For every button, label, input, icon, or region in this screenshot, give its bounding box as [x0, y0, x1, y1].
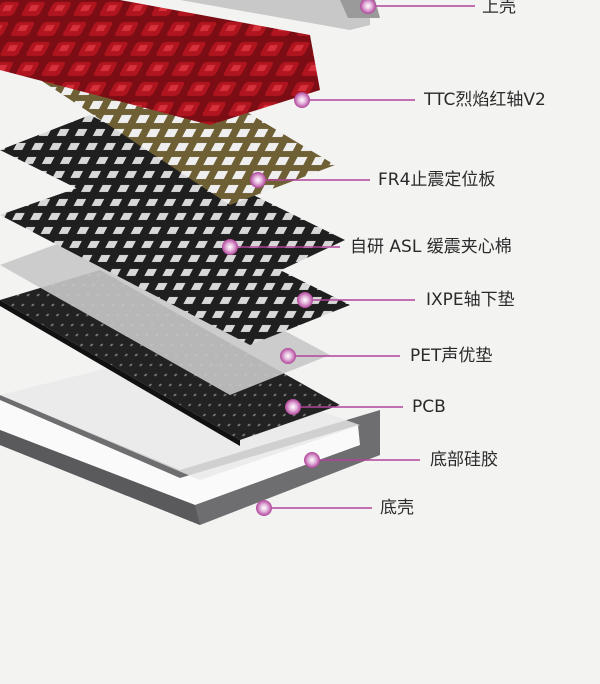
asl-foam-layer: [0, 115, 345, 280]
label-plate: FR4止震定位板: [378, 170, 496, 190]
marker-dot: [297, 292, 313, 308]
marker-dot: [250, 172, 266, 188]
leader-lines: [230, 5, 475, 509]
marker-dot: [256, 500, 272, 516]
marker-dot: [222, 239, 238, 255]
pet-pad-layer: [0, 230, 330, 395]
marker-dot: [285, 399, 301, 415]
label-bottom-silicone: 底部硅胶: [430, 450, 498, 470]
label-switches: TTC烈焰红轴V2: [424, 90, 546, 110]
marker-dot: [304, 452, 320, 468]
label-asl-foam: 自研 ASL 缓震夹心棉: [350, 237, 512, 257]
label-pcb: PCB: [412, 397, 446, 417]
label-bottom-case: 底壳: [380, 498, 414, 518]
marker-dot: [294, 92, 310, 108]
ixpe-pad-layer: [0, 180, 350, 345]
label-ixpe-pad: IXPE轴下垫: [426, 290, 515, 310]
switches-layer: [0, 0, 320, 125]
bottom-silicone-layer: [0, 355, 360, 480]
markers: [222, 0, 376, 516]
label-pet-pad: PET声优垫: [410, 346, 493, 366]
label-top-case: 上壳: [482, 0, 516, 17]
marker-dot: [360, 0, 376, 14]
marker-dot: [280, 348, 296, 364]
